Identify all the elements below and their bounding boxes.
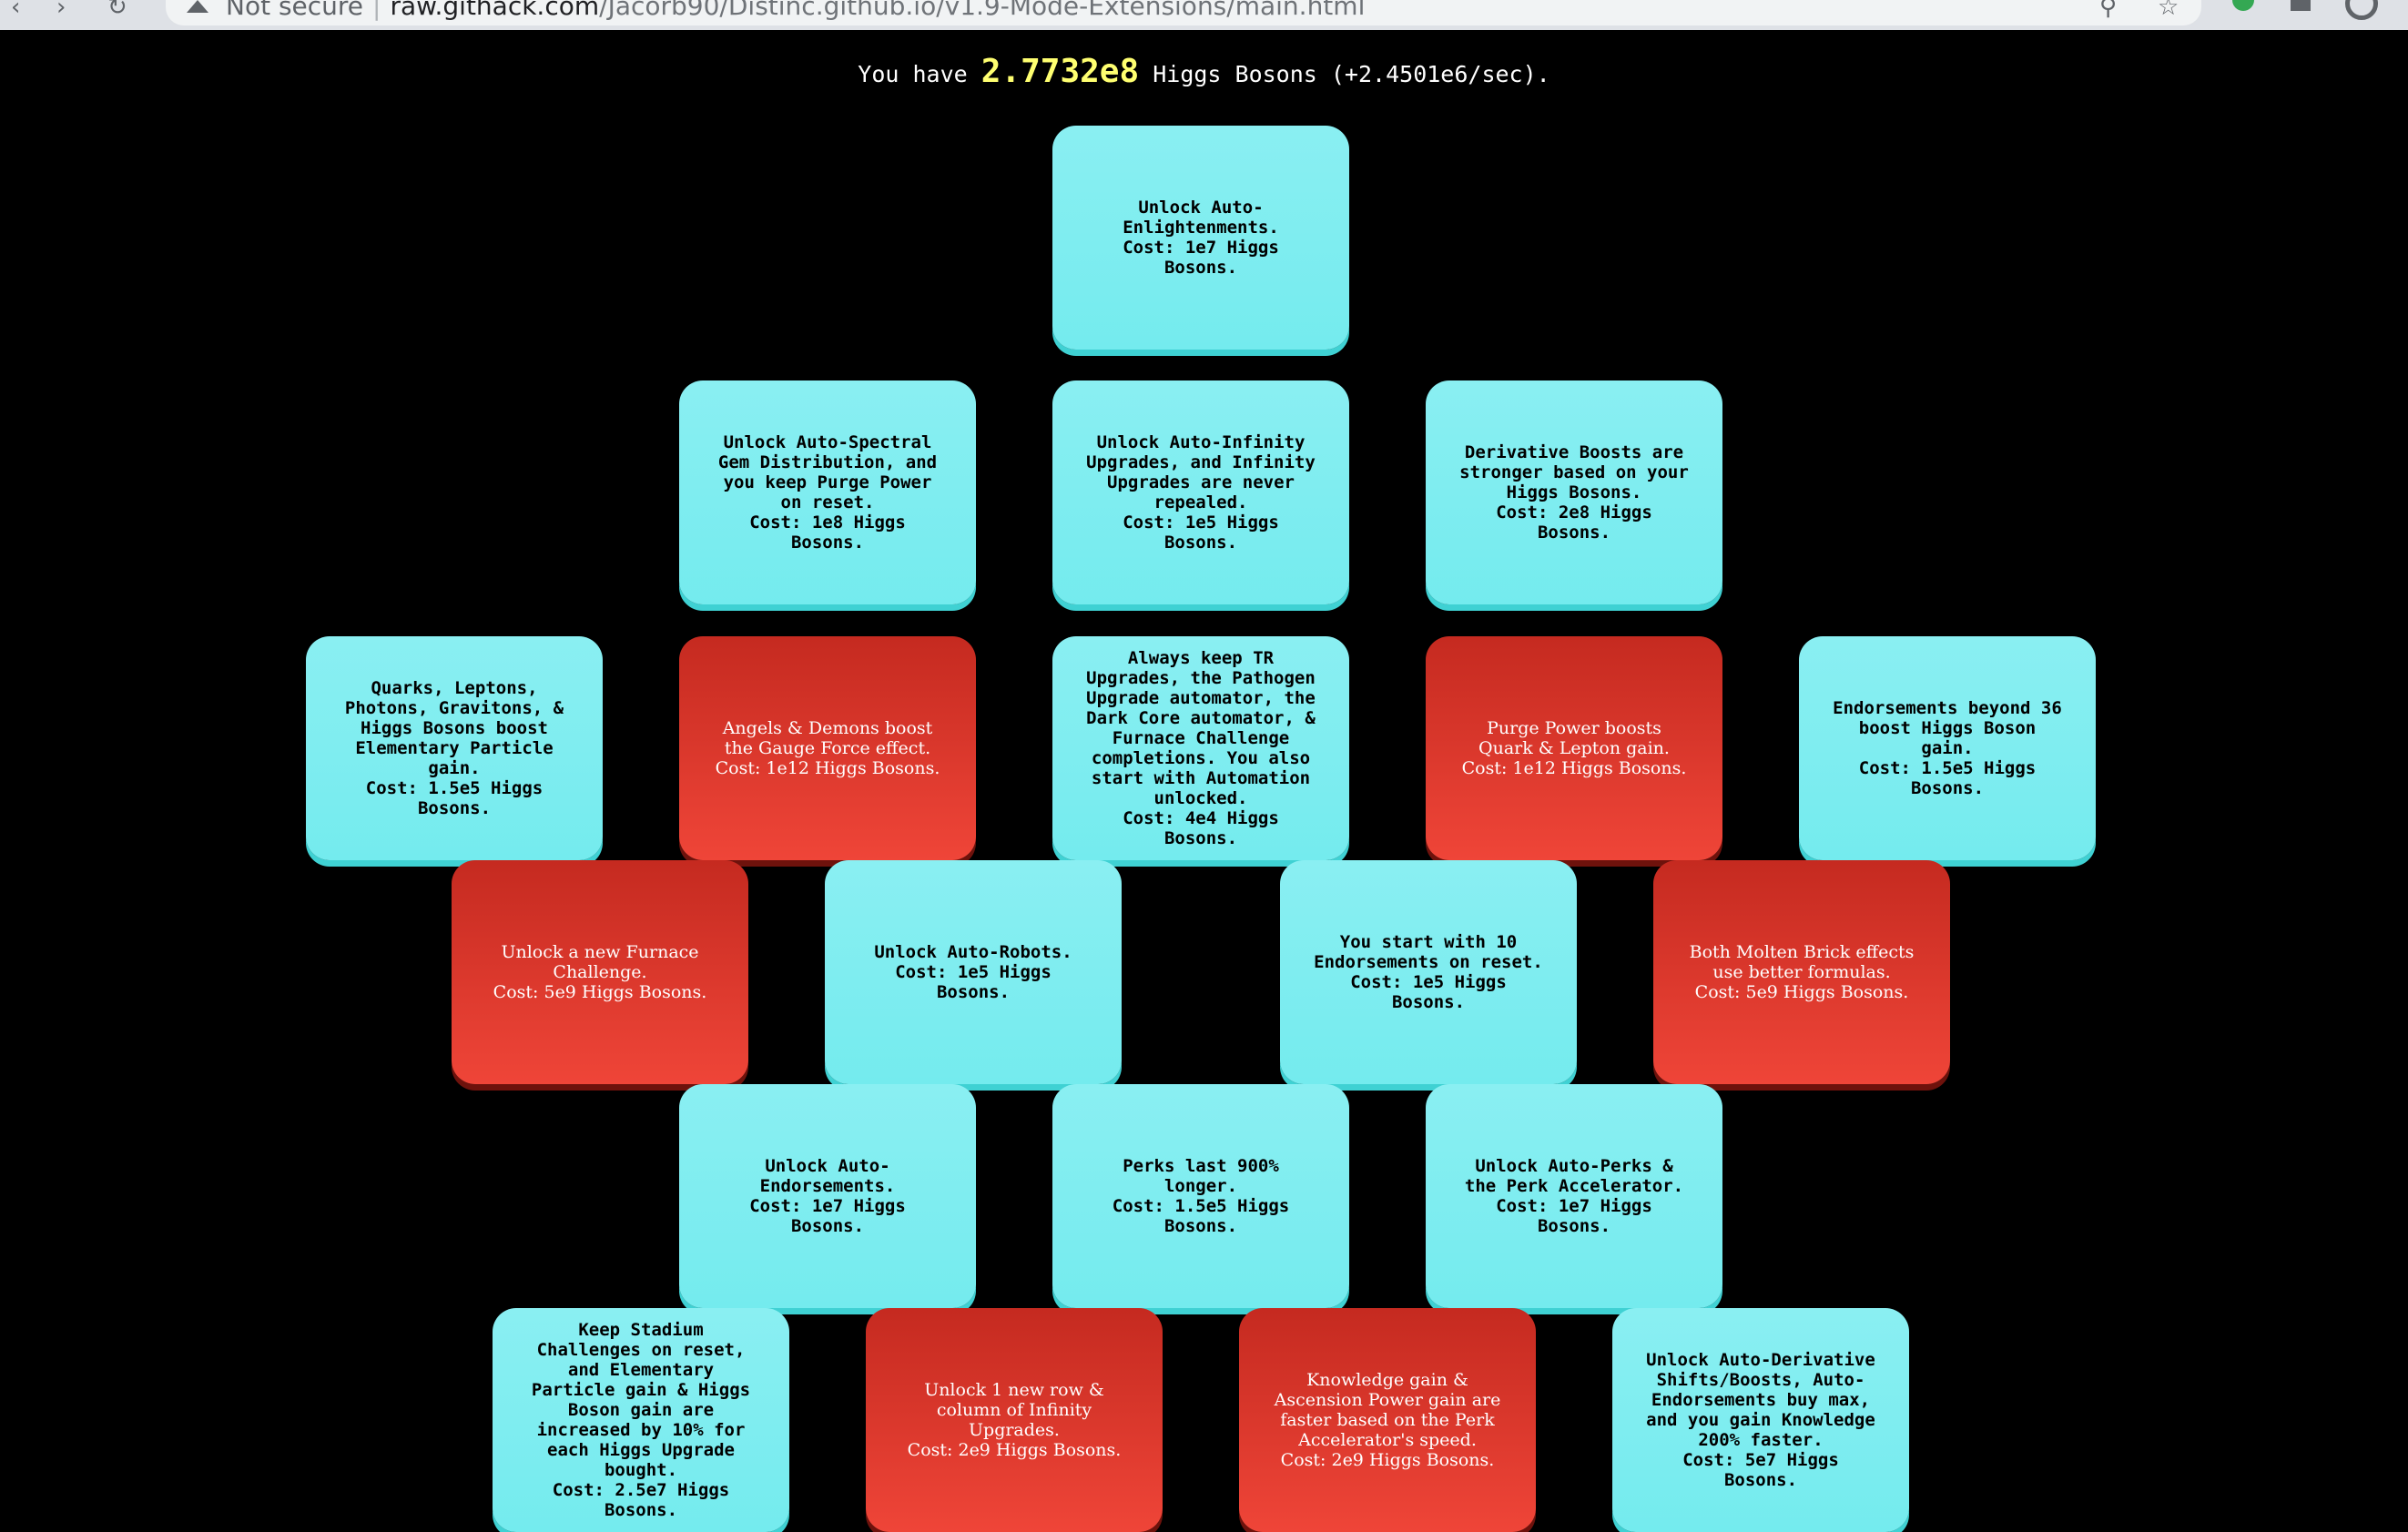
upgrade-description: Quarks, Leptons, Photons, Gravitons, & H… [344,678,564,818]
higgs-upgrade-button[interactable]: Quarks, Leptons, Photons, Gravitons, & H… [306,636,603,860]
upgrade-description: Unlock Auto-Infinity Upgrades, and Infin… [1086,432,1316,553]
upgrade-description: Unlock Auto-Derivative Shifts/Boosts, Au… [1646,1350,1875,1490]
back-icon[interactable]: ‹ [11,0,21,21]
higgs-upgrade-button[interactable]: Always keep TR Upgrades, the Pathogen Up… [1052,636,1349,860]
higgs-boson-amount: 2.7732e8 [980,53,1140,90]
upgrade-description: Unlock Auto-Robots. Cost: 1e5 Higgs Boso… [874,942,1072,1002]
currency-display: You have 2.7732e8 Higgs Bosons (+2.4501e… [0,53,2408,90]
shield-extension-icon[interactable] [2232,0,2254,11]
url-path: /Jacorb90/Distinc.github.io/v1.9-Mode-Ex… [599,0,1366,21]
higgs-upgrade-button[interactable]: Perks last 900% longer. Cost: 1.5e5 Higg… [1052,1084,1349,1308]
upgrade-description: You start with 10 Endorsements on reset.… [1314,932,1543,1012]
higgs-upgrade-button[interactable]: Unlock Auto-Perks & the Perk Accelerator… [1426,1084,1722,1308]
upgrade-description: Perks last 900% longer. Cost: 1.5e5 Higg… [1112,1156,1290,1236]
star-icon[interactable]: ☆ [2158,0,2179,21]
higgs-upgrade-button[interactable]: Unlock Auto-Infinity Upgrades, and Infin… [1052,380,1349,604]
upgrade-description: Both Molten Brick effects use better for… [1689,942,1915,1002]
url-host: raw.githack.com [390,0,600,21]
higgs-upgrade-button[interactable]: Unlock Auto-Endorsements. Cost: 1e7 Higg… [679,1084,976,1308]
higgs-upgrade-button[interactable]: Unlock Auto-Robots. Cost: 1e5 Higgs Boso… [825,860,1122,1084]
upgrade-description: Unlock a new Furnace Challenge. Cost: 5e… [493,942,707,1002]
upgrade-description: Unlock Auto-Perks & the Perk Accelerator… [1464,1156,1684,1236]
higgs-upgrade-button[interactable]: Endorsements beyond 36 boost Higgs Boson… [1799,636,2096,860]
higgs-upgrade-button[interactable]: Knowledge gain & Ascension Power gain ar… [1239,1308,1536,1532]
upgrade-description: Keep Stadium Challenges on reset, and El… [531,1320,751,1520]
browser-toolbar: ‹ › ↻ Not secure | raw.githack.com/Jacorb9… [0,0,2408,30]
higgs-upgrade-button[interactable]: Both Molten Brick effects use better for… [1653,860,1950,1084]
upgrade-description: Always keep TR Upgrades, the Pathogen Up… [1086,648,1316,848]
upgrade-description: Derivative Boosts are stronger based on … [1459,442,1689,543]
reload-icon[interactable]: ↻ [107,0,127,21]
higgs-upgrade-button[interactable]: Derivative Boosts are stronger based on … [1426,380,1722,604]
upgrade-description: Unlock Auto-Endorsements. Cost: 1e7 Higg… [749,1156,906,1236]
upgrade-description: Endorsements beyond 36 boost Higgs Boson… [1833,698,2062,798]
higgs-upgrade-button[interactable]: Unlock a new Furnace Challenge. Cost: 5e… [452,860,748,1084]
higgs-upgrade-button[interactable]: Unlock Auto-Spectral Gem Distribution, a… [679,380,976,604]
address-bar[interactable] [166,0,2201,25]
higgs-upgrade-button[interactable]: Keep Stadium Challenges on reset, and El… [493,1308,789,1532]
url-separator: | [372,0,381,21]
profile-icon[interactable] [2345,0,2378,20]
higgs-upgrade-button[interactable]: Purge Power boosts Quark & Lepton gain. … [1426,636,1722,860]
upgrade-description: Purge Power boosts Quark & Lepton gain. … [1461,718,1687,778]
currency-suffix: Higgs Bosons (+2.4501e6/sec). [1153,61,1550,87]
upgrade-description: Unlock Auto-Spectral Gem Distribution, a… [717,432,938,553]
upgrade-description: Angels & Demons boost the Gauge Force ef… [715,718,940,778]
higgs-upgrade-button[interactable]: Angels & Demons boost the Gauge Force ef… [679,636,976,860]
zoom-icon[interactable]: ⚲ [2099,0,2118,21]
url-display[interactable]: Not secure | raw.githack.com/Jacorb90/Dist… [226,0,1365,21]
warning-icon[interactable] [187,0,208,13]
currency-prefix: You have [858,61,968,87]
home-icon[interactable] [2291,0,2311,11]
security-label[interactable]: Not secure [226,0,364,21]
upgrade-description: Unlock 1 new row & column of Infinity Up… [907,1380,1122,1460]
higgs-upgrade-button[interactable]: Unlock Auto-Enlightenments. Cost: 1e7 Hi… [1052,126,1349,350]
upgrade-description: Unlock Auto-Enlightenments. Cost: 1e7 Hi… [1123,198,1279,278]
forward-icon[interactable]: › [56,0,66,21]
higgs-upgrade-button[interactable]: Unlock 1 new row & column of Infinity Up… [866,1308,1163,1532]
higgs-upgrade-button[interactable]: Unlock Auto-Derivative Shifts/Boosts, Au… [1612,1308,1909,1532]
higgs-upgrade-button[interactable]: You start with 10 Endorsements on reset.… [1280,860,1577,1084]
upgrade-description: Knowledge gain & Ascension Power gain ar… [1274,1370,1501,1470]
